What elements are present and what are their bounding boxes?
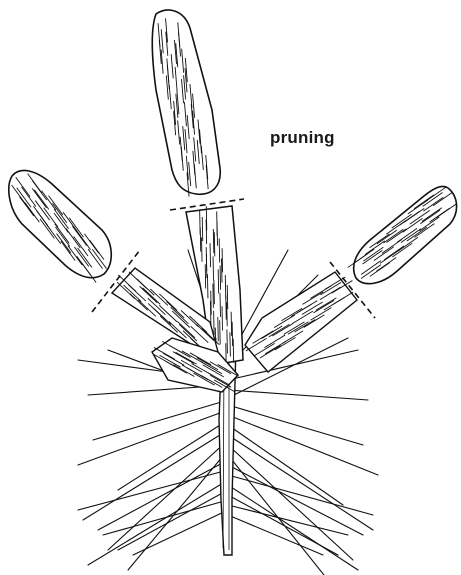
- pruned-candle-right: [348, 186, 457, 283]
- pruned-candle-top: [152, 10, 220, 197]
- remaining-shoot-right: [245, 272, 357, 372]
- pruning-label: pruning: [270, 128, 335, 148]
- pruned-candle-left: [9, 170, 111, 282]
